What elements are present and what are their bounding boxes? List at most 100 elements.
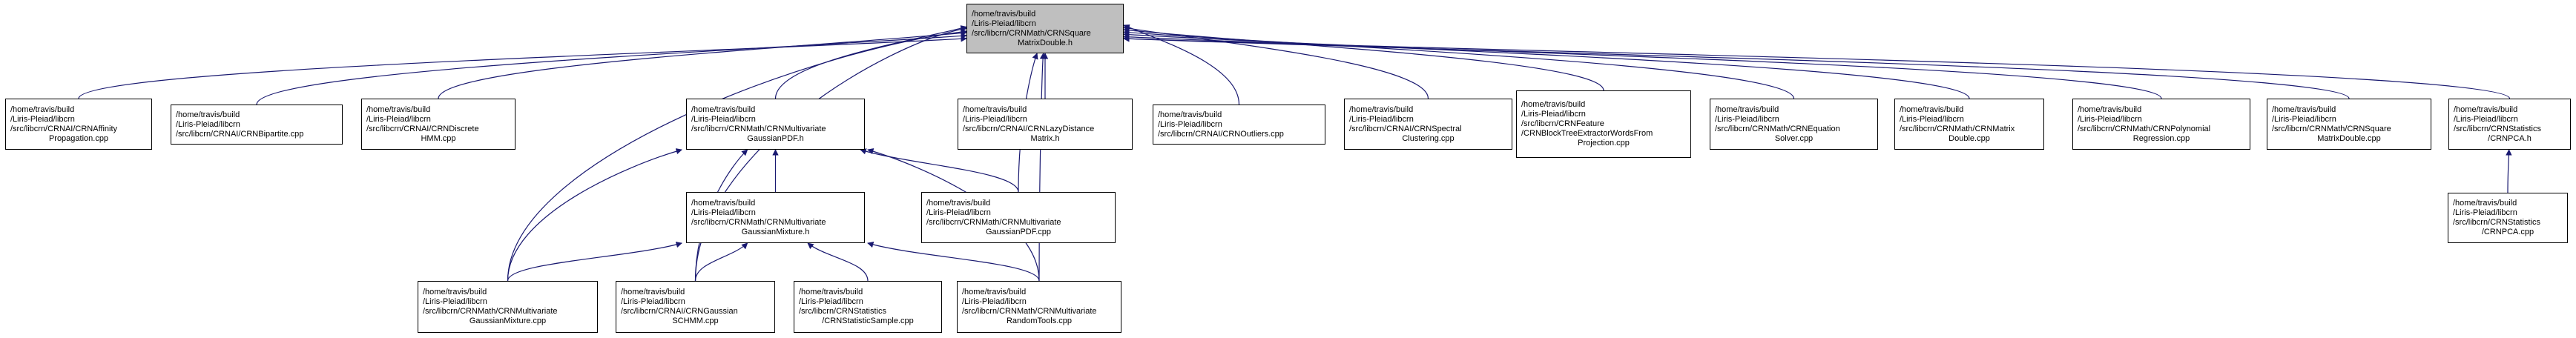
node-label-line: /src/libcrn/CRNStatistics — [2453, 218, 2540, 227]
dependency-edge — [2506, 149, 2512, 193]
node-label-line: /src/libcrn/CRNMath/CRNMultivariate — [691, 124, 826, 133]
node-label-line: Propagation.cpp — [48, 133, 109, 143]
dependency-edge — [1123, 36, 2511, 99]
graph-node-statsample[interactable]: /home/travis/build/Liris-Pleiad/libcrn/s… — [794, 281, 942, 333]
graph-node-discretehmm[interactable]: /home/travis/build/Liris-Pleiad/libcrn/s… — [361, 99, 515, 150]
node-label-line: Matrix.h — [1030, 133, 1060, 143]
node-label-line: /home/travis/build — [10, 105, 75, 114]
node-label-line: /Liris-Pleiad/libcrn — [691, 114, 756, 124]
node-label-line: /home/travis/build — [691, 105, 756, 114]
dependency-edge — [1123, 31, 1970, 99]
node-label-line: /src/libcrn/CRNFeature — [1521, 119, 1604, 128]
node-label-line: /home/travis/build — [972, 9, 1036, 19]
node-label-line: /home/travis/build — [1900, 105, 1964, 114]
node-label-line: /home/travis/build — [2078, 105, 2142, 114]
graph-node-randomtools[interactable]: /home/travis/build/Liris-Pleiad/libcrn/s… — [957, 281, 1121, 333]
node-label-line: MatrixDouble.cpp — [2317, 133, 2381, 143]
graph-node-spectral[interactable]: /home/travis/build/Liris-Pleiad/libcrn/s… — [1344, 99, 1512, 150]
node-label-line: /home/travis/build — [962, 288, 1027, 296]
node-label-line: /Liris-Pleiad/libcrn — [366, 114, 431, 124]
graph-node-gpdf-h[interactable]: /home/travis/build/Liris-Pleiad/libcrn/s… — [686, 99, 865, 150]
node-label-line: /src/libcrn/CRNStatistics — [799, 307, 886, 316]
node-label-line: /src/libcrn/CRNMath/CRNSquare — [2272, 124, 2391, 133]
node-label-line: /Liris-Pleiad/libcrn — [2272, 114, 2336, 124]
node-label-line: /src/libcrn/CRNMath/CRNMultivariate — [962, 307, 1097, 316]
dependency-edge — [774, 25, 967, 99]
graph-node-equation[interactable]: /home/travis/build/Liris-Pleiad/libcrn/s… — [1710, 99, 1878, 150]
dependency-edge — [78, 36, 967, 99]
node-label-line: /home/travis/build — [2453, 199, 2517, 208]
node-label-line: /Liris-Pleiad/libcrn — [2454, 114, 2518, 124]
node-label-line: /Liris-Pleiad/libcrn — [1900, 114, 1964, 124]
node-label-line: /Liris-Pleiad/libcrn — [10, 114, 75, 124]
dependency-edge — [1038, 53, 1047, 282]
node-label-line: /home/travis/build — [926, 198, 991, 208]
dependency-edge — [438, 30, 967, 99]
node-label-line: SCHMM.cpp — [672, 317, 719, 325]
node-label-line: /Liris-Pleiad/libcrn — [926, 208, 991, 217]
node-label-line: /CRNStatisticSample.cpp — [822, 317, 914, 325]
node-label-line: /src/libcrn/CRNStatistics — [2454, 124, 2541, 133]
node-label-line: /CRNPCA.h — [2488, 133, 2531, 143]
node-label-line: /Liris-Pleiad/libcrn — [423, 297, 487, 306]
node-label-line: /src/libcrn/CRNAI/CRNLazyDistance — [963, 124, 1095, 133]
node-label-line: /src/libcrn/CRNAI/CRNAffinity — [10, 124, 118, 133]
node-label-line: /home/travis/build — [1158, 110, 1222, 119]
node-label-line: /home/travis/build — [366, 105, 431, 114]
graph-node-polynomial[interactable]: /home/travis/build/Liris-Pleiad/libcrn/s… — [2072, 99, 2250, 150]
dependency-edge — [1123, 27, 1604, 91]
node-label-line: /Liris-Pleiad/libcrn — [962, 297, 1027, 306]
node-label-line: /home/travis/build — [1715, 105, 1779, 114]
node-label-line: GaussianPDF.h — [747, 133, 804, 143]
dependency-edge — [807, 242, 869, 282]
graph-node-pca-h[interactable]: /home/travis/build/Liris-Pleiad/libcrn/s… — [2448, 99, 2571, 150]
dependency-edge — [507, 28, 967, 282]
node-label-line: /Liris-Pleiad/libcrn — [176, 119, 240, 129]
dependency-edge — [867, 242, 1040, 282]
node-label-line: /Liris-Pleiad/libcrn — [963, 114, 1027, 124]
node-label-line: GaussianPDF.cpp — [985, 227, 1052, 236]
node-label-line: /home/travis/build — [2454, 105, 2518, 114]
graph-node-sqmatrix-cpp[interactable]: /home/travis/build/Liris-Pleiad/libcrn/s… — [2267, 99, 2431, 150]
node-label-line: /home/travis/build — [1349, 105, 1414, 114]
node-label-line: Projection.cpp — [1578, 139, 1630, 148]
node-label-line: /src/libcrn/CRNMath/CRNPolynomial — [2078, 124, 2211, 133]
node-label-line: /src/libcrn/CRNMath/CRNMultivariate — [423, 307, 558, 316]
node-label-line: /Liris-Pleiad/libcrn — [2078, 114, 2142, 124]
node-label-line: GaussianMixture.cpp — [469, 317, 547, 325]
node-label-line: /Liris-Pleiad/libcrn — [2453, 208, 2517, 217]
graph-node-blocktree[interactable]: /home/travis/build/Liris-Pleiad/libcrn/s… — [1516, 90, 1691, 158]
graph-node-schmm[interactable]: /home/travis/build/Liris-Pleiad/libcrn/s… — [616, 281, 775, 333]
node-label-line: /Liris-Pleiad/libcrn — [1158, 119, 1222, 129]
dependency-edge — [507, 148, 682, 282]
node-label-line: /src/libcrn/CRNAI/CRNDiscrete — [366, 124, 479, 133]
node-label-line: Double.cpp — [1949, 133, 1990, 143]
node-label-line: /Liris-Pleiad/libcrn — [799, 297, 863, 306]
graph-node-outliers[interactable]: /home/travis/build/Liris-Pleiad/libcrn/s… — [1153, 105, 1325, 145]
graph-node-bipartite[interactable]: /home/travis/build/Liris-Pleiad/libcrn/s… — [171, 105, 343, 145]
dependency-edge — [256, 33, 967, 105]
node-label-line: /CRNBlockTreeExtractorWordsFrom — [1521, 129, 1653, 138]
graph-node-gmix-cpp[interactable]: /home/travis/build/Liris-Pleiad/libcrn/s… — [418, 281, 598, 333]
root-node[interactable]: /home/travis/build/Liris-Pleiad/libcrn/s… — [966, 4, 1124, 53]
node-label-line: /home/travis/build — [799, 288, 863, 296]
dependency-edge — [1123, 29, 1795, 99]
node-label-line: Regression.cpp — [2132, 133, 2190, 143]
graph-node-gmix-h[interactable]: /home/travis/build/Liris-Pleiad/libcrn/s… — [686, 192, 865, 243]
graph-node-matrixdouble[interactable]: /home/travis/build/Liris-Pleiad/libcrn/s… — [1894, 99, 2044, 150]
node-label-line: /home/travis/build — [1521, 100, 1586, 109]
node-label-line: /Liris-Pleiad/libcrn — [691, 208, 756, 217]
graph-node-gpdf-cpp[interactable]: /home/travis/build/Liris-Pleiad/libcrn/s… — [921, 192, 1116, 243]
node-label-line: /src/libcrn/CRNAI/CRNGaussian — [621, 307, 738, 316]
dependency-edge — [1123, 36, 2350, 99]
node-label-line: /home/travis/build — [621, 288, 685, 296]
node-label-line: /home/travis/build — [2272, 105, 2336, 114]
node-label-line: /Liris-Pleiad/libcrn — [972, 19, 1036, 28]
node-label-line: /src/libcrn/CRNMath/CRNMatrix — [1900, 124, 2015, 133]
graph-node-affinity[interactable]: /home/travis/build/Liris-Pleiad/libcrn/s… — [5, 99, 152, 150]
graph-node-lazy[interactable]: /home/travis/build/Liris-Pleiad/libcrn/s… — [958, 99, 1133, 150]
node-label-line: /home/travis/build — [963, 105, 1027, 114]
node-label-line: MatrixDouble.h — [1018, 38, 1073, 47]
graph-node-pca-cpp[interactable]: /home/travis/build/Liris-Pleiad/libcrn/s… — [2448, 193, 2568, 243]
